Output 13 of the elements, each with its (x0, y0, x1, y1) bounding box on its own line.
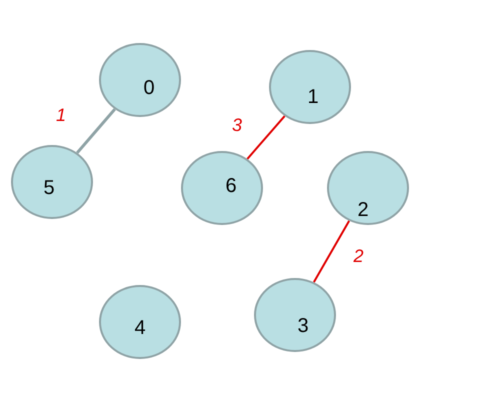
edge-label: 1 (56, 106, 66, 124)
node-number: 4 (134, 316, 146, 340)
edge-line (76, 108, 116, 154)
node-number: 3 (297, 314, 309, 338)
node-number: 2 (357, 198, 369, 222)
edge-label: 2 (354, 246, 364, 264)
node-number: 6 (225, 174, 237, 198)
node-number: 1 (307, 86, 319, 108)
edge-line (246, 115, 286, 160)
edge-label: 3 (232, 116, 242, 134)
node-number: 5 (43, 176, 55, 200)
node-number: 0 (143, 76, 155, 100)
edge-line (313, 220, 350, 283)
